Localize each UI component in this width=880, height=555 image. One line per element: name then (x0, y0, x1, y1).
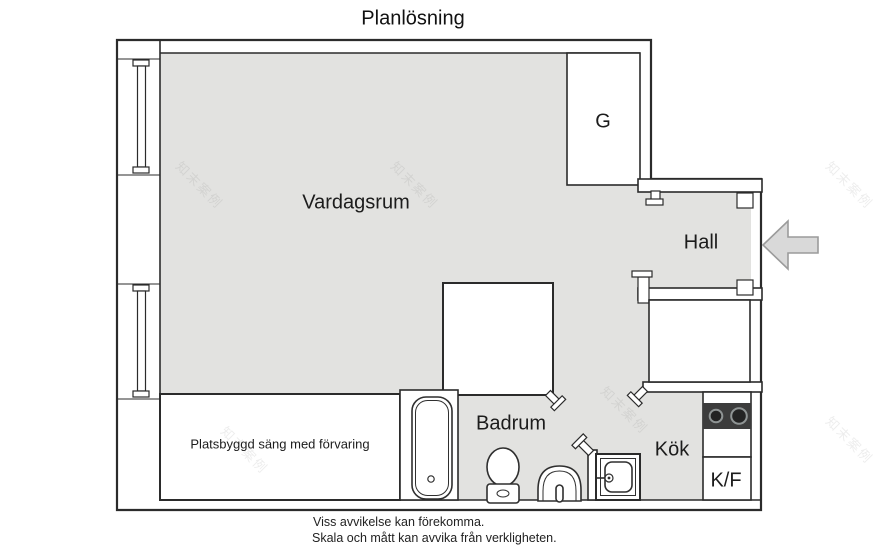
bathroom-block (442, 282, 567, 412)
disclaimer-line-2: Skala och mått kan avvika från verklighe… (312, 531, 557, 545)
disclaimer-line-1: Viss avvikelse kan förekomma. (313, 515, 485, 529)
bathtub-icon (399, 389, 459, 501)
floor-area (160, 53, 751, 500)
stove-icon (703, 403, 751, 429)
window-icon (132, 284, 150, 398)
room-label-hall: Hall (683, 231, 719, 254)
window-icon (132, 59, 150, 174)
room-label-kitchen: Kök (654, 438, 690, 461)
fridge-freezer-area (702, 456, 752, 501)
door-jamb (736, 279, 754, 296)
door-jamb (626, 385, 649, 408)
room-label-fridge-freezer: K/F (710, 469, 742, 492)
door-jamb (571, 433, 595, 457)
room-label-bed-storage: Platsbyggd säng med förvaring (190, 436, 370, 452)
room-label-living-room: Vardagsrum (302, 191, 410, 214)
room-label-closet: G (595, 110, 611, 133)
page-title: Planlösning (361, 7, 465, 30)
entrance-arrow-icon (761, 219, 819, 271)
toilet-icon (486, 447, 520, 504)
door-jamb (736, 192, 754, 209)
bathroom-door (571, 433, 598, 501)
bed-storage-area (159, 393, 401, 501)
door-jamb (544, 389, 567, 412)
closet-g-area (566, 52, 641, 186)
room-label-bathroom: Badrum (475, 412, 547, 435)
shaft-block (626, 299, 763, 408)
hall-walls (631, 178, 763, 304)
kitchen-sink-icon (595, 453, 641, 501)
bathroom-sink-icon (537, 465, 582, 503)
